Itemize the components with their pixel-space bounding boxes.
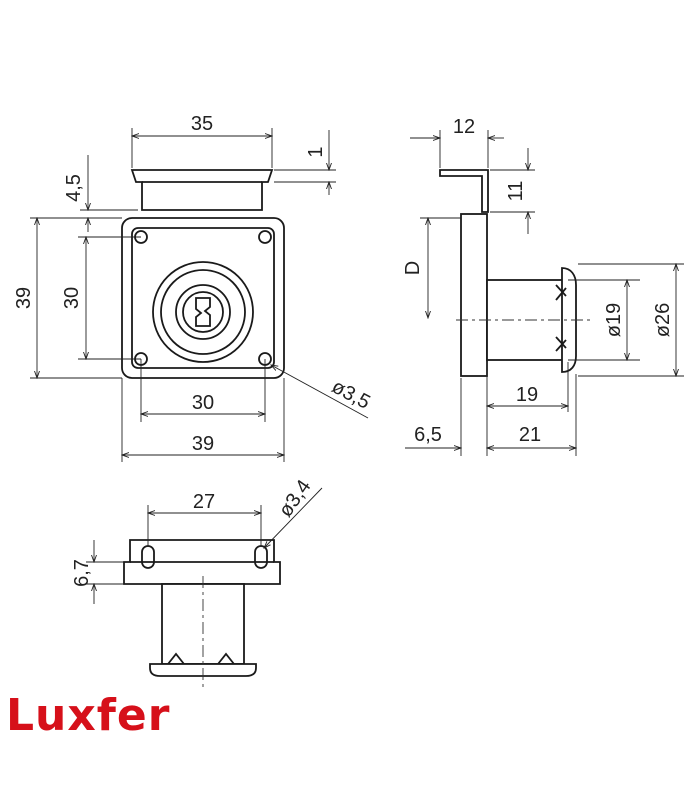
front-lock-cylinder <box>152 261 254 363</box>
luxfer-logo: Luxfer <box>6 690 171 741</box>
dim-side-height: 11 <box>505 181 527 202</box>
side-view: 12 11 D ø19 ø26 19 6,5 21 <box>402 116 684 456</box>
dim-front-flange-thickness: 1 <box>305 146 327 157</box>
dim-side-length-inner: 19 <box>516 384 538 406</box>
dim-front-width-outer: 39 <box>192 433 214 455</box>
front-view: 35 1 4,5 39 30 30 39 ø3,5 <box>13 113 374 462</box>
dim-bottom-width-holes: 27 <box>193 491 215 513</box>
side-bracket <box>439 169 489 213</box>
dim-front-width-holes: 30 <box>192 392 214 414</box>
dim-front-hole-dia: ø3,5 <box>328 376 374 414</box>
dim-front-width-top: 35 <box>191 113 213 135</box>
dim-front-height-outer: 39 <box>13 287 35 309</box>
dim-front-height-holes: 30 <box>61 287 83 309</box>
dim-side-length-outer: 21 <box>519 424 541 446</box>
dim-bottom-height: 6,7 <box>71 559 93 587</box>
dim-side-plate: 6,5 <box>414 424 442 446</box>
side-plate <box>460 213 488 377</box>
bottom-view: 27 ø3,4 6,7 <box>71 476 323 690</box>
side-cylinder-cap <box>561 267 577 373</box>
dim-bottom-hole-dia: ø3,4 <box>275 476 316 521</box>
dim-front-offset: 4,5 <box>63 174 85 202</box>
dim-side-label-d: D <box>402 261 424 275</box>
dim-side-dia-inner: ø19 <box>603 303 625 337</box>
dim-side-width: 12 <box>453 116 475 138</box>
dim-side-dia-outer: ø26 <box>652 303 674 337</box>
front-top-flange <box>130 169 274 211</box>
